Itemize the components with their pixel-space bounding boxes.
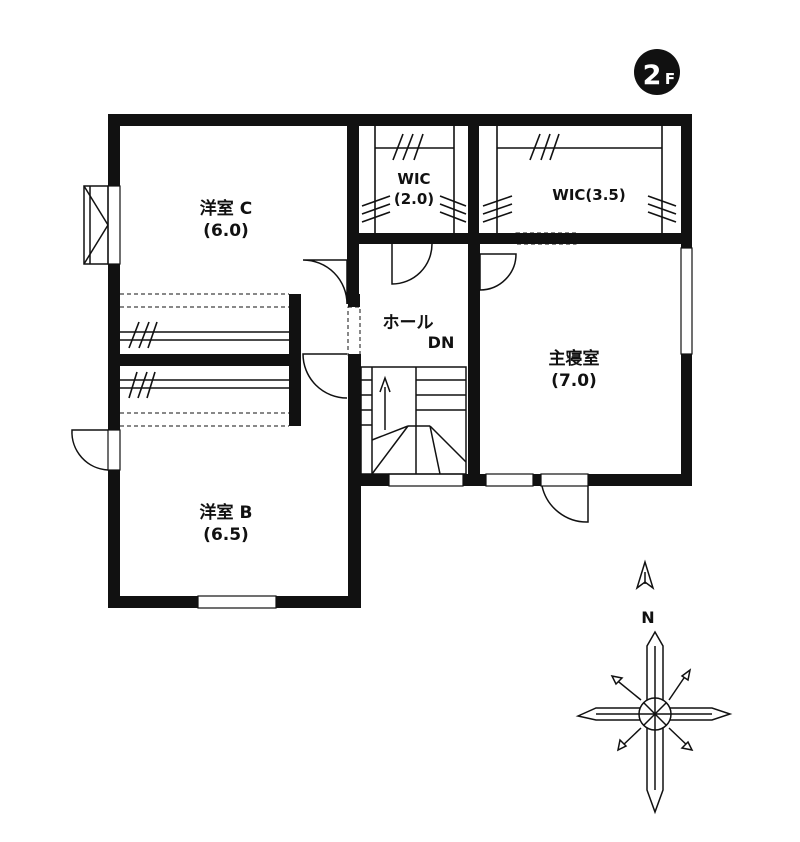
compass: N [575, 559, 733, 815]
bay-window [83, 185, 109, 265]
stairs-direction: DN [428, 333, 455, 352]
wic-small-name: WIC [397, 170, 430, 188]
room-b-name: 洋室 B [200, 502, 253, 523]
compass-north-label: N [641, 608, 654, 627]
wic-large-name: WIC(3.5) [552, 186, 625, 204]
hall-name: ホール [383, 313, 434, 333]
door-bedroom-bottom [541, 485, 589, 523]
staircase [360, 366, 467, 475]
door-swings [71, 243, 589, 523]
room-labels: 洋室 C (6.0) WIC (2.0) WIC(3.5) ホール DN 主寝室… [200, 170, 626, 545]
floor-badge-number: 2 [643, 60, 662, 91]
room-c-size: (6.0) [203, 221, 249, 241]
wic-small-size: (2.0) [394, 190, 434, 208]
master-bedroom-name: 主寝室 [549, 348, 600, 369]
room-c-name: 洋室 C [200, 198, 252, 219]
openings [107, 185, 693, 609]
door-room-b-left [71, 429, 109, 471]
door-room-b [302, 353, 348, 399]
closet-rods [120, 126, 677, 399]
room-b-size: (6.5) [203, 525, 249, 545]
floor-badge-suffix: F [665, 70, 675, 88]
door-wic-small [391, 243, 433, 285]
master-bedroom-size: (7.0) [551, 371, 597, 391]
floor-badge: 2 F [634, 49, 680, 95]
door-bedroom [479, 253, 517, 291]
door-room-c [302, 259, 348, 305]
